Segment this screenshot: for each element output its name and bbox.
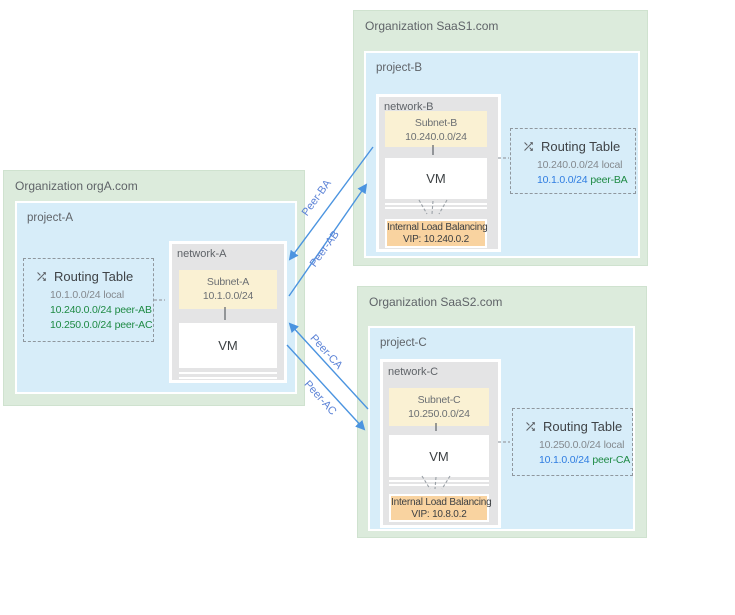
vm-box-a: VM xyxy=(179,323,277,368)
vm-label: VM xyxy=(429,448,449,464)
routing-table-title: Routing Table xyxy=(541,139,621,154)
vm-box-b: VM xyxy=(385,158,487,199)
vm-label: VM xyxy=(426,171,446,186)
project-title-a: project-A xyxy=(27,212,74,224)
shuffle-icon xyxy=(522,140,535,153)
vm-stack-line xyxy=(179,377,277,379)
shuffle-icon xyxy=(35,270,48,283)
subnet-box-b: Subnet-B 10.240.0.0/24 xyxy=(385,111,487,147)
routing-table-a-header: Routing Table xyxy=(35,269,153,284)
network-title-c: network-C xyxy=(388,366,439,378)
routing-table-title: Routing Table xyxy=(54,269,134,284)
project-title-b: project-B xyxy=(376,62,423,74)
routing-table-c-header: Routing Table xyxy=(524,419,632,434)
subnet-cidr: 10.1.0.0/24 xyxy=(202,290,254,302)
subnet-name: Subnet-C xyxy=(417,394,461,406)
vm-label: VM xyxy=(218,338,238,353)
subnet-name: Subnet-B xyxy=(414,117,458,129)
vm-box-c: VM xyxy=(389,435,489,477)
vm-stack-line xyxy=(179,372,277,374)
org-title-orga: Organization orgA.com xyxy=(15,179,138,193)
lb-vip: VIP: 10.8.0.2 xyxy=(411,508,467,520)
routing-table-title: Routing Table xyxy=(543,419,623,434)
subnet-box-a: Subnet-A 10.1.0.0/24 xyxy=(179,270,277,309)
subnet-cidr: 10.250.0.0/24 xyxy=(408,408,470,420)
vm-stack-line xyxy=(389,484,489,486)
org-box-saas2: Organization SaaS2.com project-C network… xyxy=(357,286,647,538)
network-box-c: network-C Subnet-C 10.250.0.0/24 VM Inte… xyxy=(380,359,501,528)
vm-stack-line xyxy=(385,207,487,209)
peer-label-ca: Peer-CA xyxy=(307,332,345,372)
subnet-cidr: 10.240.0.0/24 xyxy=(405,131,467,143)
org-title-saas2: Organization SaaS2.com xyxy=(369,295,503,309)
routing-table-b-header: Routing Table xyxy=(522,139,635,154)
peer-label-ac: Peer-AC xyxy=(301,378,339,418)
lb-vip: VIP: 10.240.0.2 xyxy=(403,233,469,245)
subnet-box-c: Subnet-C 10.250.0.0/24 xyxy=(389,388,489,426)
project-title-c: project-C xyxy=(380,337,427,349)
project-box-b: project-B network-B Subnet-B 10.240.0.0/… xyxy=(364,51,640,258)
vm-stack-line xyxy=(385,203,487,205)
peer-label-ab: Peer-AB xyxy=(307,228,342,270)
internal-load-balancer-b: Internal Load Balancing VIP: 10.240.0.2 xyxy=(385,219,488,248)
vm-stack-line xyxy=(389,480,489,482)
network-box-b: network-B Subnet-B 10.240.0.0/24 VM Inte… xyxy=(376,94,501,252)
subnet-name: Subnet-A xyxy=(206,276,250,288)
project-box-c: project-C network-C Subnet-C 10.250.0.0/… xyxy=(368,326,635,531)
org-box-orga: Organization orgA.com project-A Routing … xyxy=(3,170,305,406)
network-title-a: network-A xyxy=(177,248,227,260)
shuffle-icon xyxy=(524,420,537,433)
internal-load-balancer-c: Internal Load Balancing VIP: 10.8.0.2 xyxy=(389,494,492,522)
lb-title: Internal Load Balancing xyxy=(391,497,492,508)
org-box-saas1: Organization SaaS1.com project-B network… xyxy=(353,10,648,266)
lb-title: Internal Load Balancing xyxy=(387,222,488,233)
network-box-a: network-A Subnet-A 10.1.0.0/24 VM xyxy=(169,241,287,383)
org-title-saas1: Organization SaaS1.com xyxy=(365,19,499,33)
network-title-b: network-B xyxy=(384,101,434,113)
